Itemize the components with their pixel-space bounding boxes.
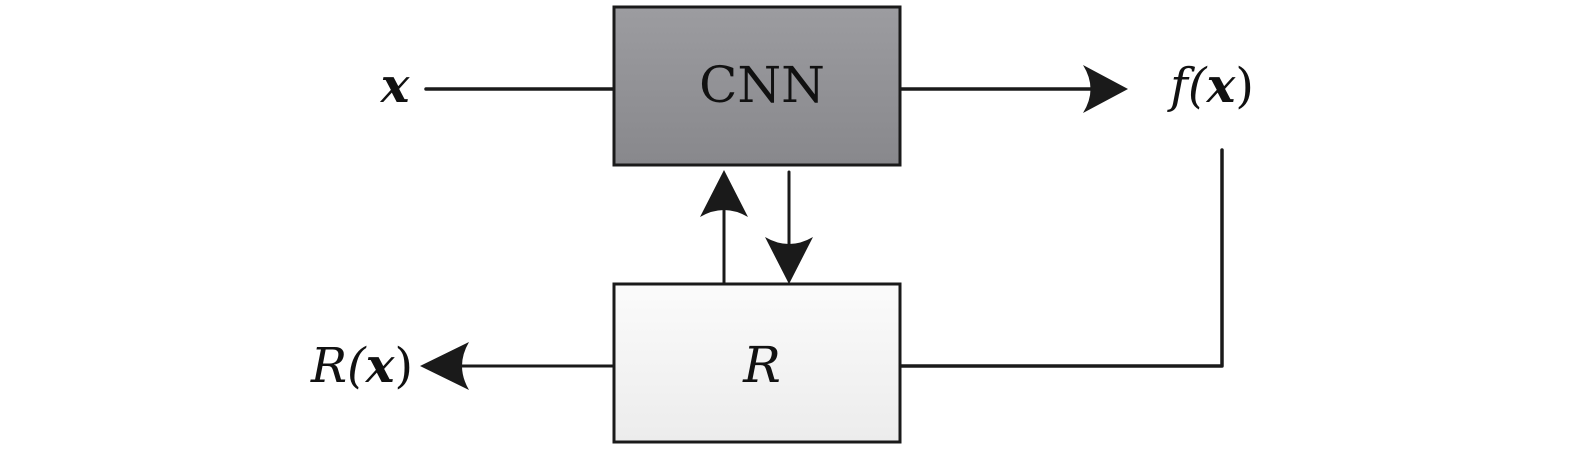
cnn-block: CNN [612, 5, 902, 167]
r-block: R [612, 282, 902, 444]
r-output-label-suffix: ) [394, 338, 413, 394]
arrowheads [420, 65, 1128, 390]
feedback-connector [898, 148, 1224, 368]
output-label-var: x [1206, 58, 1237, 114]
arrowhead-left [420, 342, 469, 390]
output-label-prefix: f( [1167, 58, 1208, 114]
r-output-label: R(x) [310, 338, 413, 394]
input-label: x [380, 58, 411, 114]
r-output-label-prefix: R( [310, 338, 367, 394]
arrowhead-right [1083, 65, 1128, 113]
output-label-suffix: ) [1235, 58, 1254, 114]
arrowhead-up [700, 170, 748, 217]
r-box [612, 282, 902, 444]
cnn-box [612, 5, 902, 167]
input-label-var: x [380, 58, 411, 114]
arrowhead-down [765, 237, 813, 284]
r-label: R [742, 336, 781, 394]
connectors [424, 87, 1224, 368]
output-label: f(x) [1167, 58, 1254, 114]
r-output-label-var: x [365, 338, 396, 394]
cnn-label: CNN [699, 56, 825, 114]
